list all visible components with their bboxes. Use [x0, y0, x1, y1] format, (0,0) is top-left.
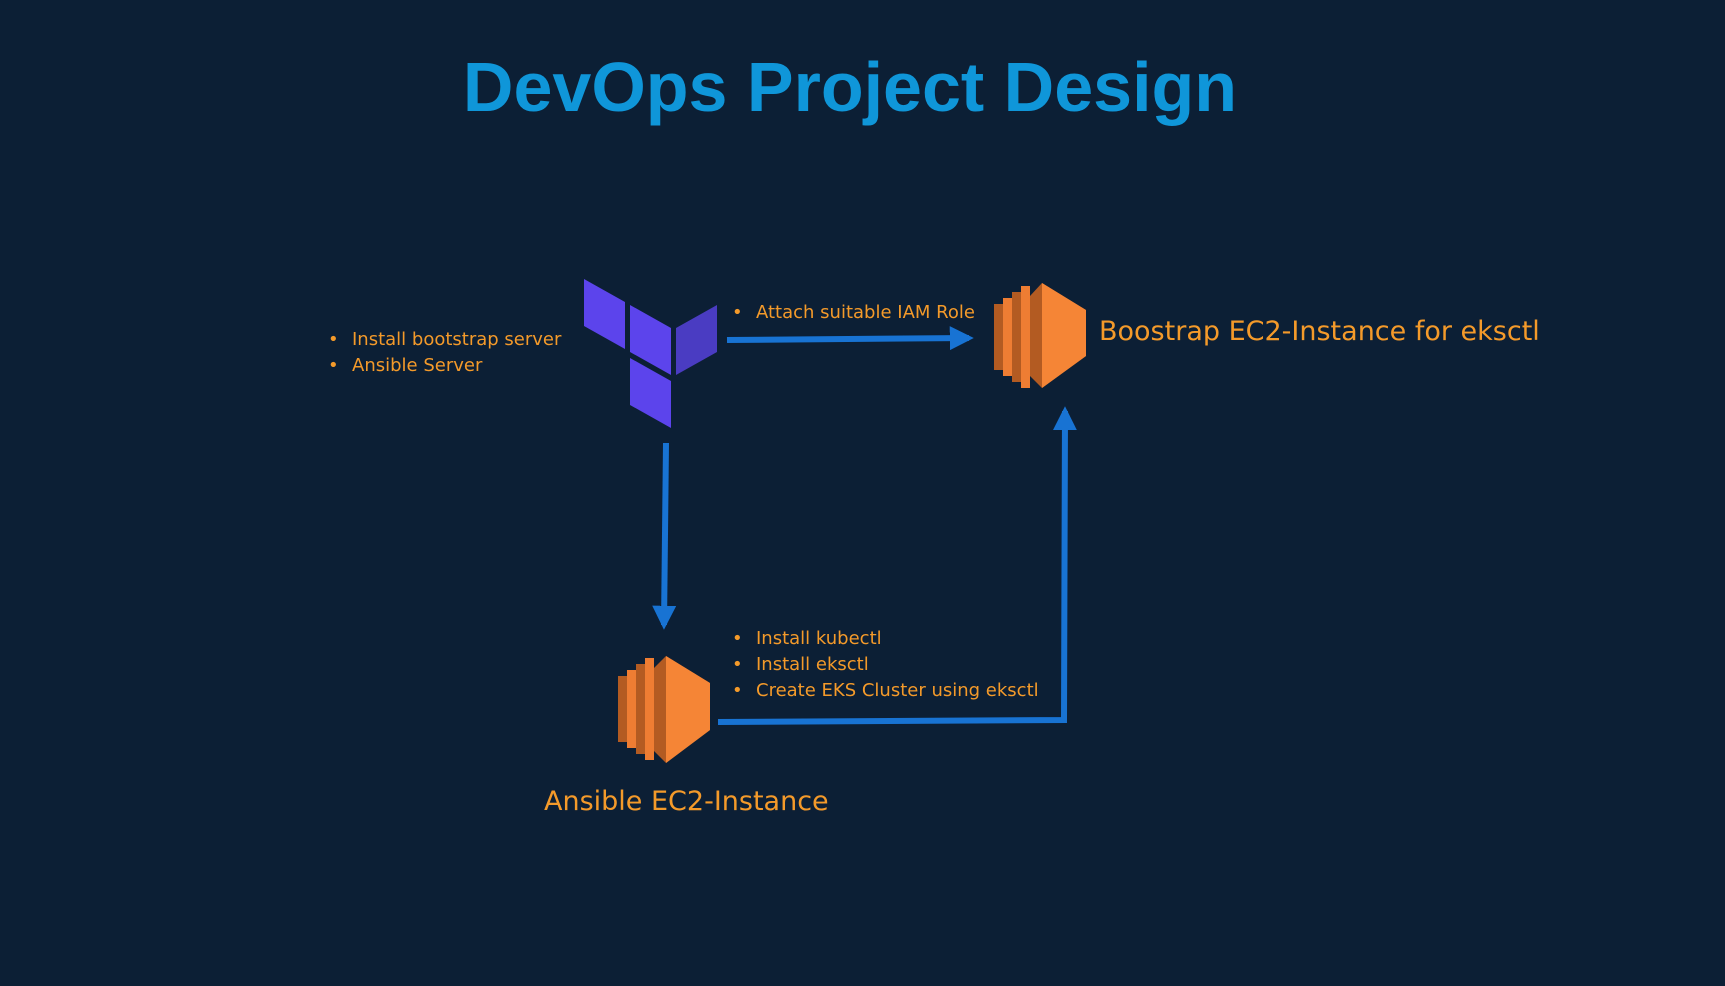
bootstrap-instance-label: Boostrap EC2-Instance for eksctl: [1099, 316, 1540, 347]
ansible-instance-label: Ansible EC2-Instance: [544, 786, 829, 817]
ansible-to-bootstrap-arrow: [717, 406, 1077, 725]
terraform-to-bootstrap-arrow: [726, 326, 974, 351]
aws-ec2-instance-icon: [994, 283, 1086, 388]
terraform-notes: Install bootstrap server Ansible Server: [328, 327, 561, 379]
list-item: Install bootstrap server: [328, 327, 561, 353]
aws-ec2-instance-icon: [618, 656, 710, 763]
page-title: DevOps Project Design: [462, 48, 1238, 126]
iam-role-note: Attach suitable IAM Role: [732, 300, 975, 326]
terraform-to-ansible-arrow: [652, 442, 677, 630]
list-item: Install eksctl: [732, 652, 1039, 678]
ansible-notes: Install kubectl Install eksctl Create EK…: [732, 626, 1039, 704]
list-item: Ansible Server: [328, 353, 561, 379]
terraform-logo-icon: [584, 279, 717, 428]
list-item: Attach suitable IAM Role: [732, 300, 975, 326]
list-item: Create EKS Cluster using eksctl: [732, 678, 1039, 704]
list-item: Install kubectl: [732, 626, 1039, 652]
